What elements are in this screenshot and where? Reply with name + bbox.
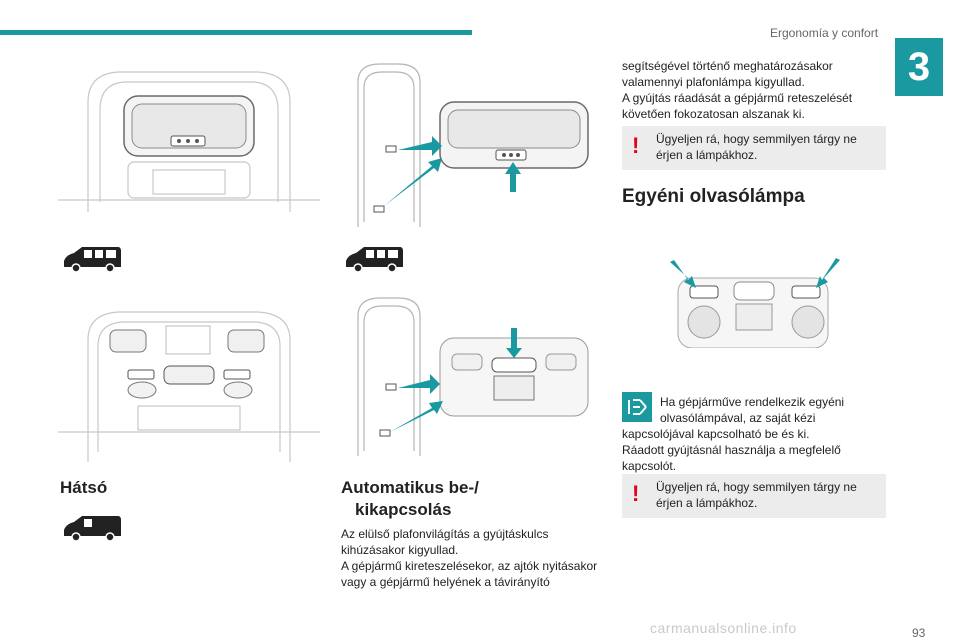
paragraph-line: kapcsolójával kapcsolható be és ki. [622, 427, 810, 441]
watermark: carmanualsonline.info [650, 620, 797, 636]
warning-text: Ügyeljen rá, hogy semmilyen tárgy ne érj… [656, 131, 857, 163]
ceiling-console-illustration [58, 311, 320, 462]
warning-note: ! Ügyeljen rá, hogy semmilyen tárgy ne é… [622, 474, 886, 518]
warning-line: érjen a lámpákhoz. [656, 148, 758, 162]
paragraph-line: A gyújtás ráadását a gépjármű reteszelés… [622, 91, 853, 105]
reading-lamp-illustration [670, 258, 840, 348]
van-silhouette-icon [64, 247, 121, 273]
paragraph-line: valamennyi plafonlámpa kigyullad. [622, 75, 805, 89]
warning-icon: ! [632, 481, 640, 506]
header-accent-bar [0, 30, 472, 35]
paragraph-line: segítségével történő meghatározásakor [622, 59, 833, 73]
info-lines-icon [622, 392, 652, 422]
van-silhouette-icon [346, 247, 403, 273]
warning-line: Ügyeljen rá, hogy semmilyen tárgy ne [656, 480, 857, 494]
auto-switch-heading-line1: Automatikus be-/ [341, 478, 479, 497]
warning-line: érjen a lámpákhoz. [656, 496, 758, 510]
warning-text: Ügyeljen rá, hogy semmilyen tárgy ne érj… [656, 479, 857, 511]
paragraph-line: olvasólámpával, az saját kézi [660, 411, 816, 425]
chapter-number-badge: 3 [895, 38, 943, 96]
paragraph-line: kihúzásakor kigyullad. [341, 543, 459, 557]
auto-switch-heading-line2: kikapcsolás [355, 500, 452, 519]
paragraph-line: követően fokozatosan alszanak ki. [622, 107, 805, 121]
front-ceiling-lamp-illustration [58, 71, 320, 212]
page-number: 93 [912, 626, 926, 640]
warning-note: ! Ügyeljen rá, hogy semmilyen tárgy ne é… [622, 126, 886, 170]
paragraph-line: Ha gépjárműve rendelkezik egyéni [660, 395, 845, 409]
paragraph-line: Az elülső plafonvilágítás a gyújtáskulcs [341, 527, 549, 541]
info-paragraph: Ha gépjárműve rendelkezik egyéni olvasól… [622, 394, 892, 474]
warning-icon: ! [632, 133, 640, 158]
paragraph-line: A gépjármű kireteszelésekor, az ajtók ny… [341, 559, 598, 573]
roof-top-view-illustration [357, 63, 589, 227]
van-silhouette-icon [64, 516, 121, 542]
roof-console-top-view-illustration [357, 297, 589, 456]
section-title: Ergonomía y confort [770, 26, 879, 40]
auto-switch-paragraph: Az elülső plafonvilágítás a gyújtáskulcs… [341, 526, 611, 590]
paragraph-line: vagy a gépjármű helyének a távirányító [341, 575, 550, 589]
paragraph-line: Ráadott gyújtásnál használja a megfelelő [622, 443, 841, 457]
auto-switch-paragraph-continued: segítségével történő meghatározásakor va… [622, 58, 892, 122]
rear-heading: Hátsó [60, 478, 108, 497]
warning-line: Ügyeljen rá, hogy semmilyen tárgy ne [656, 132, 857, 146]
reading-lamp-heading: Egyéni olvasólámpa [622, 186, 805, 207]
paragraph-line: kapcsolót. [622, 459, 677, 473]
